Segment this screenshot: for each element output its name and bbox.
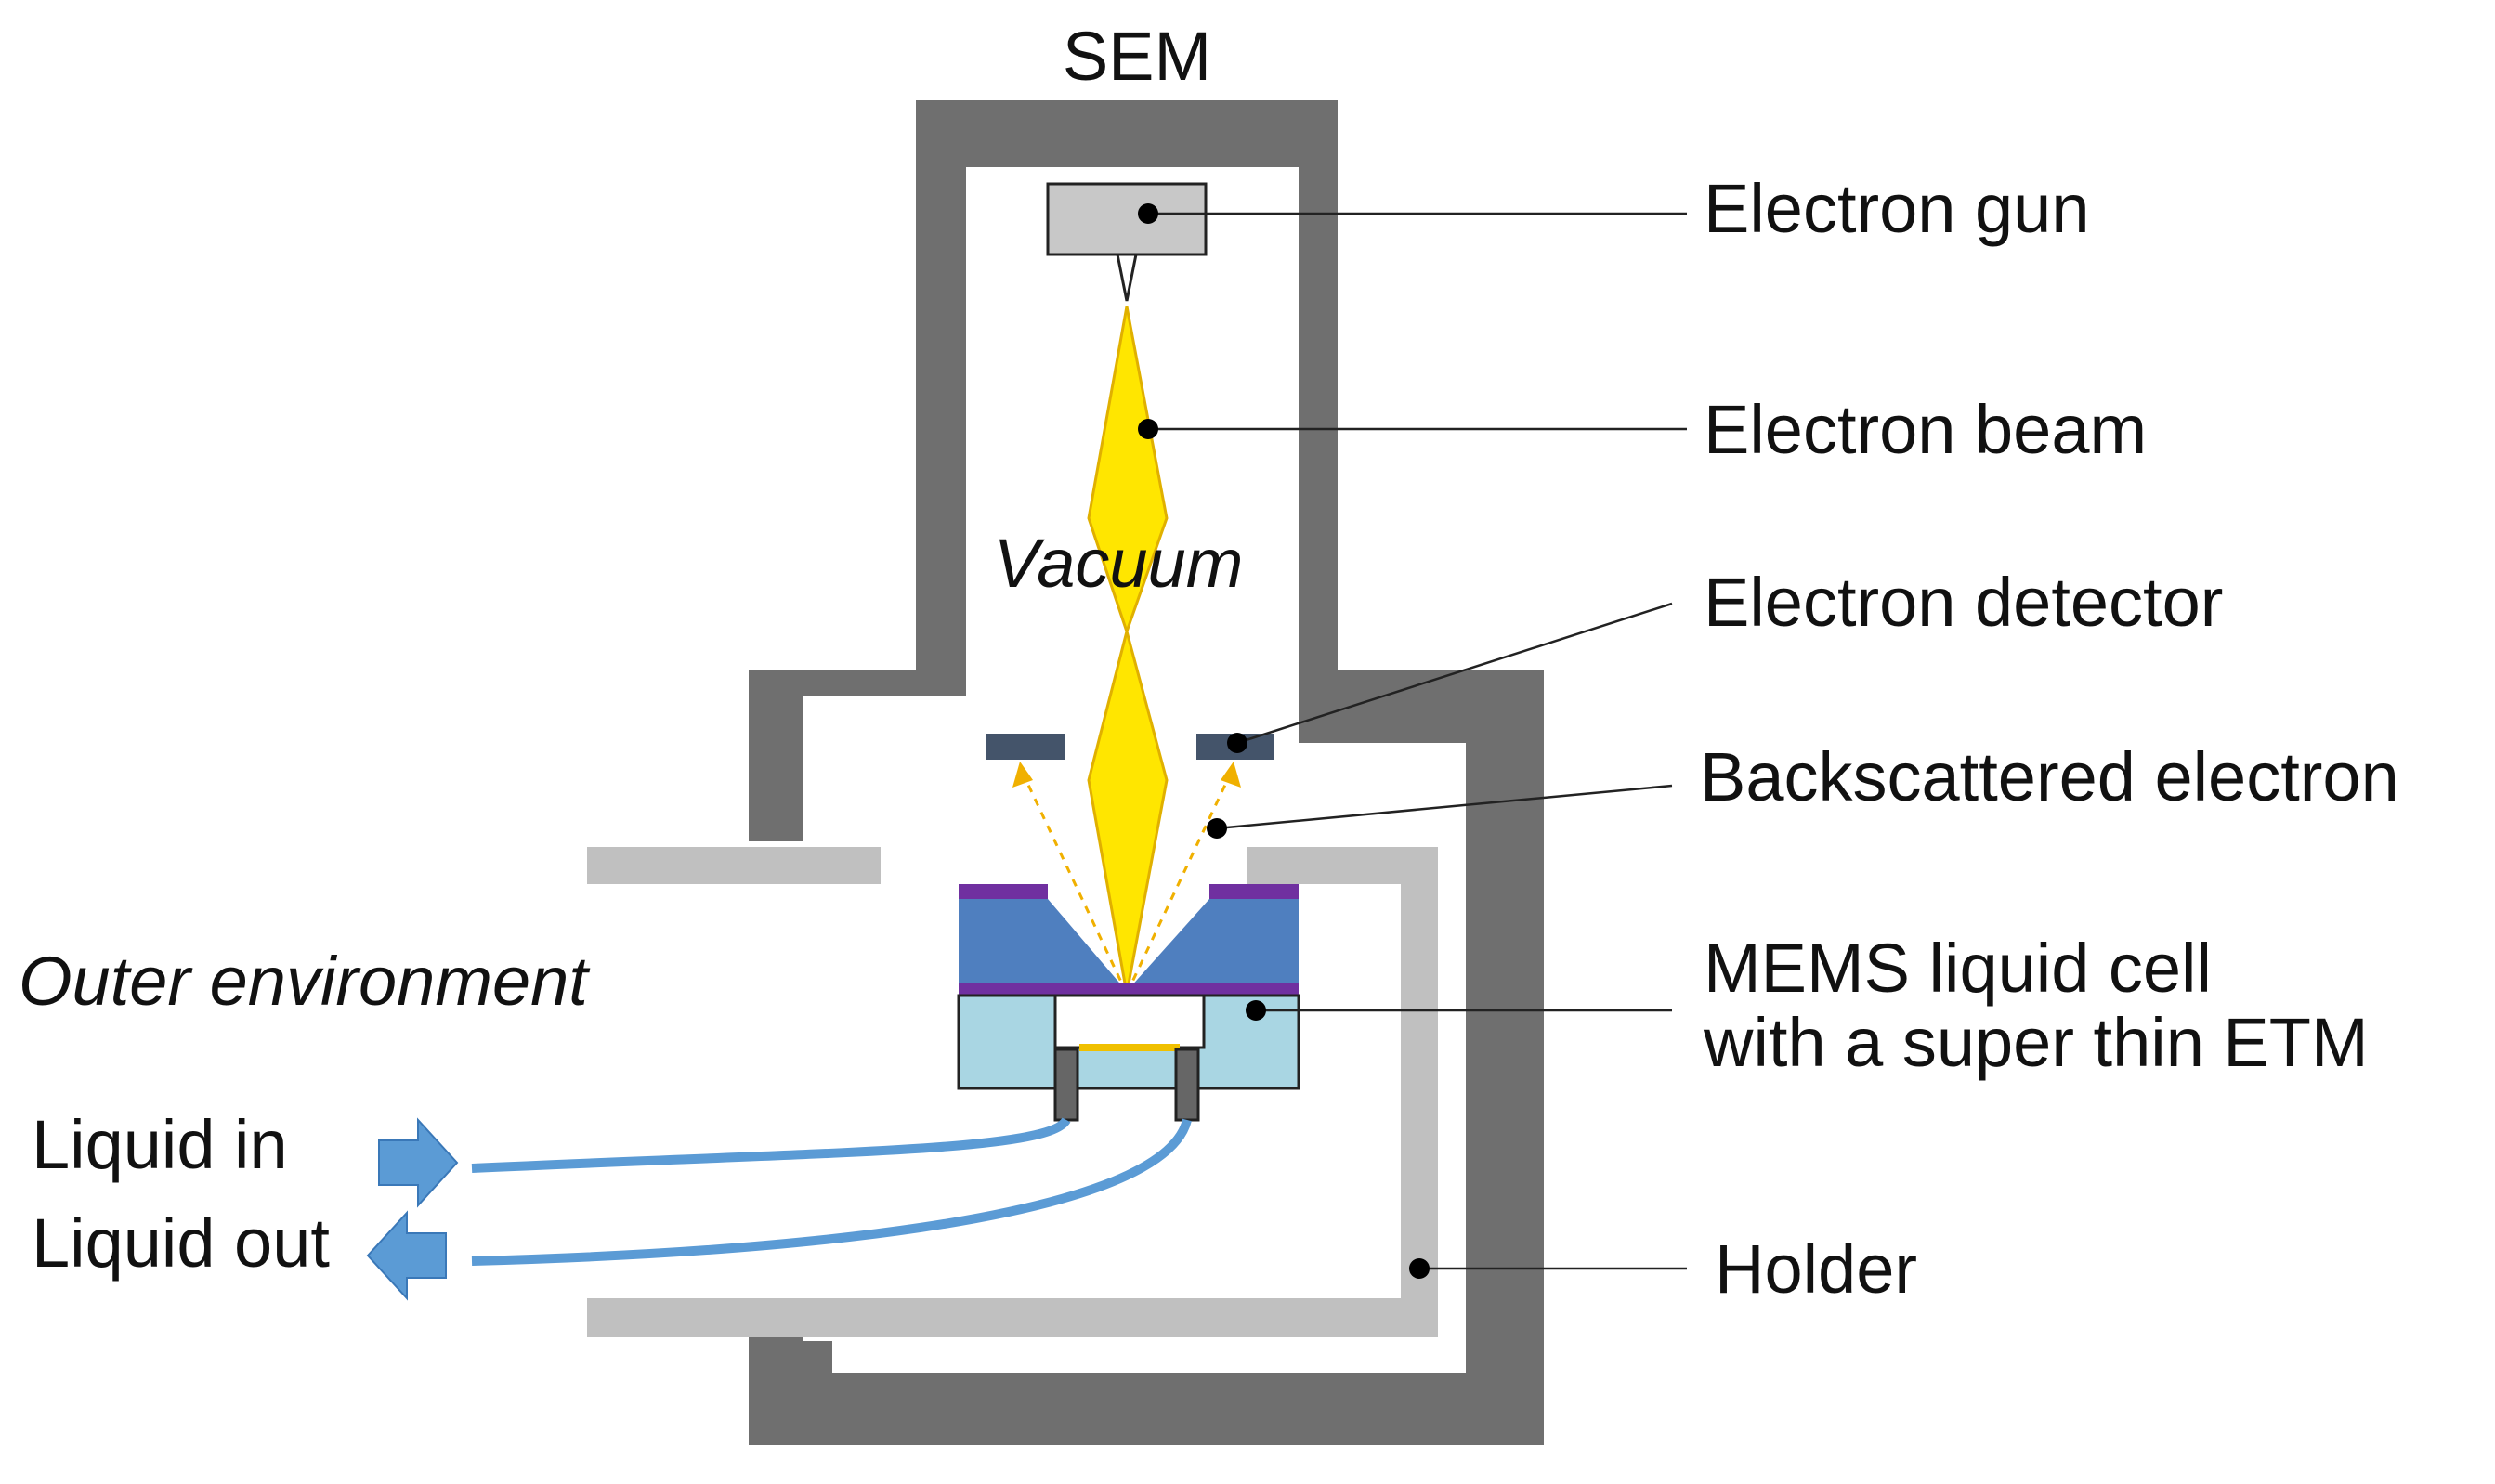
vacuum-label: Vacuum: [994, 525, 1244, 602]
mems-top-membrane-left: [959, 884, 1048, 899]
leader-dot-holder: [1409, 1258, 1430, 1279]
callout-mems-line1: MEMS liquid cell: [1704, 930, 2212, 1007]
liquid-out-label: Liquid out: [32, 1204, 330, 1282]
mems-top-membrane-right: [1209, 884, 1299, 899]
liquid-out-tube: [471, 1118, 1192, 1266]
holder-top-bar: [587, 847, 881, 884]
mems-silicon-frame: [959, 899, 1299, 988]
mems-inlet-port: [1053, 1048, 1079, 1122]
leader-backscattered: [1216, 784, 1673, 830]
mems-inner-cavity: [1053, 994, 1206, 1049]
holder-right-bar: [1401, 847, 1438, 1337]
leader-dot-electron-beam: [1138, 419, 1158, 439]
sem-chamber-wall-left-lower: [749, 1337, 803, 1445]
sem-chamber-wall-left: [749, 100, 966, 841]
liquid-out-arrow-icon: [366, 1210, 447, 1301]
sem-chamber-wall-bottom: [749, 1391, 1544, 1445]
backscatter-arrowhead-left: [1012, 762, 1033, 788]
callout-electron-gun: Electron gun: [1704, 170, 2090, 247]
backscatter-arrowhead-right: [1221, 762, 1241, 788]
liquid-in-label: Liquid in: [32, 1106, 288, 1183]
mems-membrane-layer: [959, 983, 1299, 996]
backscatter-ray-right: [1125, 766, 1235, 995]
electron-detector-left: [986, 734, 1065, 760]
leader-dot-mems: [1246, 1000, 1266, 1021]
mems-sample-layer: [1079, 1044, 1180, 1051]
callout-electron-detector: Electron detector: [1704, 564, 2223, 641]
holder-bottom-bar: [587, 1298, 1438, 1337]
leader-dot-backscattered: [1207, 818, 1227, 839]
callout-mems-line2: with a super thin ETM: [1703, 1004, 2369, 1081]
mems-outlet-port: [1174, 1048, 1200, 1122]
backscatter-ray-left: [1018, 766, 1129, 995]
callout-holder: Holder: [1715, 1230, 1917, 1308]
sem-chamber-wall-top: [916, 100, 1338, 145]
outer-environment-label: Outer environment: [19, 943, 591, 1020]
leader-dot-electron-gun: [1138, 203, 1158, 224]
electron-gun: [1046, 182, 1208, 256]
leader-dot-electron-detector: [1227, 733, 1248, 753]
title-sem: SEM: [1063, 18, 1211, 95]
electron-beam: [1087, 306, 1169, 995]
callout-backscattered-electron: Backscattered electron: [1700, 738, 2399, 815]
liquid-in-tube: [471, 1116, 1071, 1173]
sem-chamber-wall-right: [1496, 670, 1544, 1445]
liquid-in-arrow-icon: [378, 1117, 459, 1208]
electron-gun-tip: [1116, 253, 1138, 302]
callout-electron-beam: Electron beam: [1704, 391, 2147, 468]
sem-chamber-wall-right-upper: [1299, 100, 1338, 702]
leader-electron-detector: [1236, 602, 1673, 745]
